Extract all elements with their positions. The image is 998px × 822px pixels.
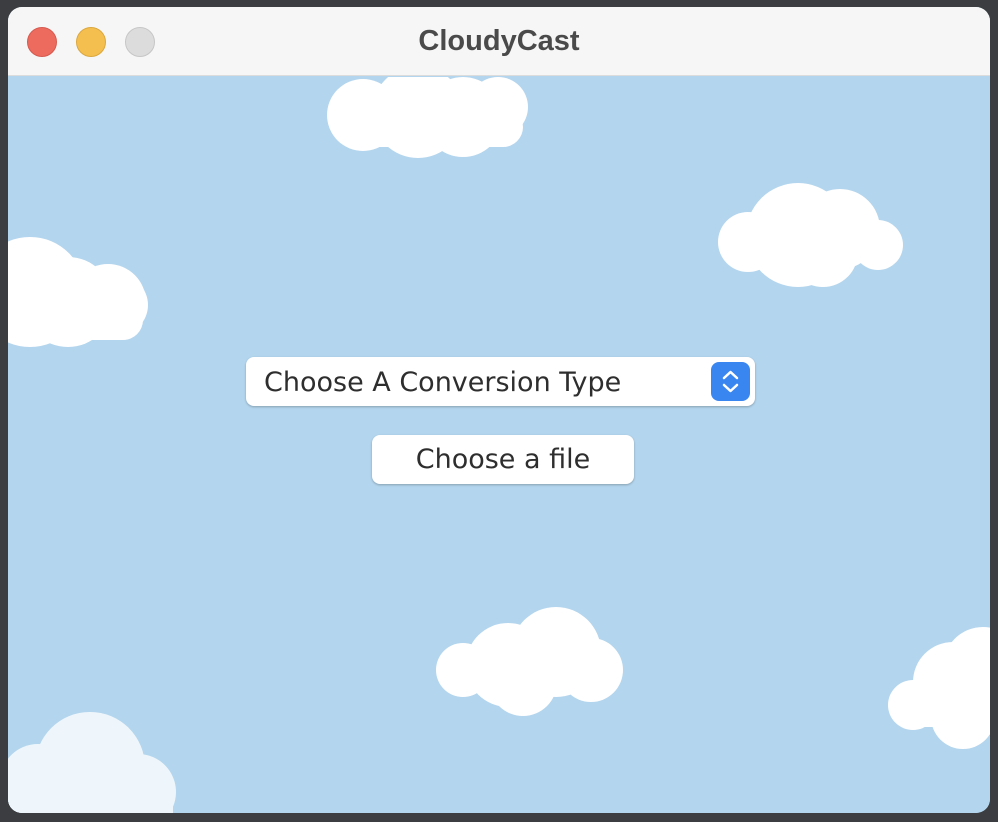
conversion-type-value: Choose A Conversion Type [264, 367, 622, 398]
window-title: CloudyCast [418, 25, 580, 57]
cloud [327, 77, 528, 158]
cloud [436, 607, 623, 716]
title-bar: CloudyCast [8, 7, 990, 76]
zoom-window-button[interactable] [125, 27, 155, 57]
close-window-button[interactable] [27, 27, 57, 57]
cloud [8, 237, 148, 347]
cloud-decorations [8, 77, 990, 813]
chevron-up-down-icon[interactable] [711, 362, 750, 401]
conversion-type-select[interactable]: Choose A Conversion Type [246, 357, 755, 406]
choose-file-label: Choose a file [415, 444, 591, 475]
cloud [888, 627, 990, 749]
minimize-window-button[interactable] [76, 27, 106, 57]
cloud [718, 183, 903, 287]
choose-file-button[interactable]: Choose a file [372, 435, 634, 484]
cloud [8, 712, 176, 813]
sky-background: Choose A Conversion Type Choose a file [8, 77, 990, 813]
app-window: CloudyCast [8, 7, 990, 813]
